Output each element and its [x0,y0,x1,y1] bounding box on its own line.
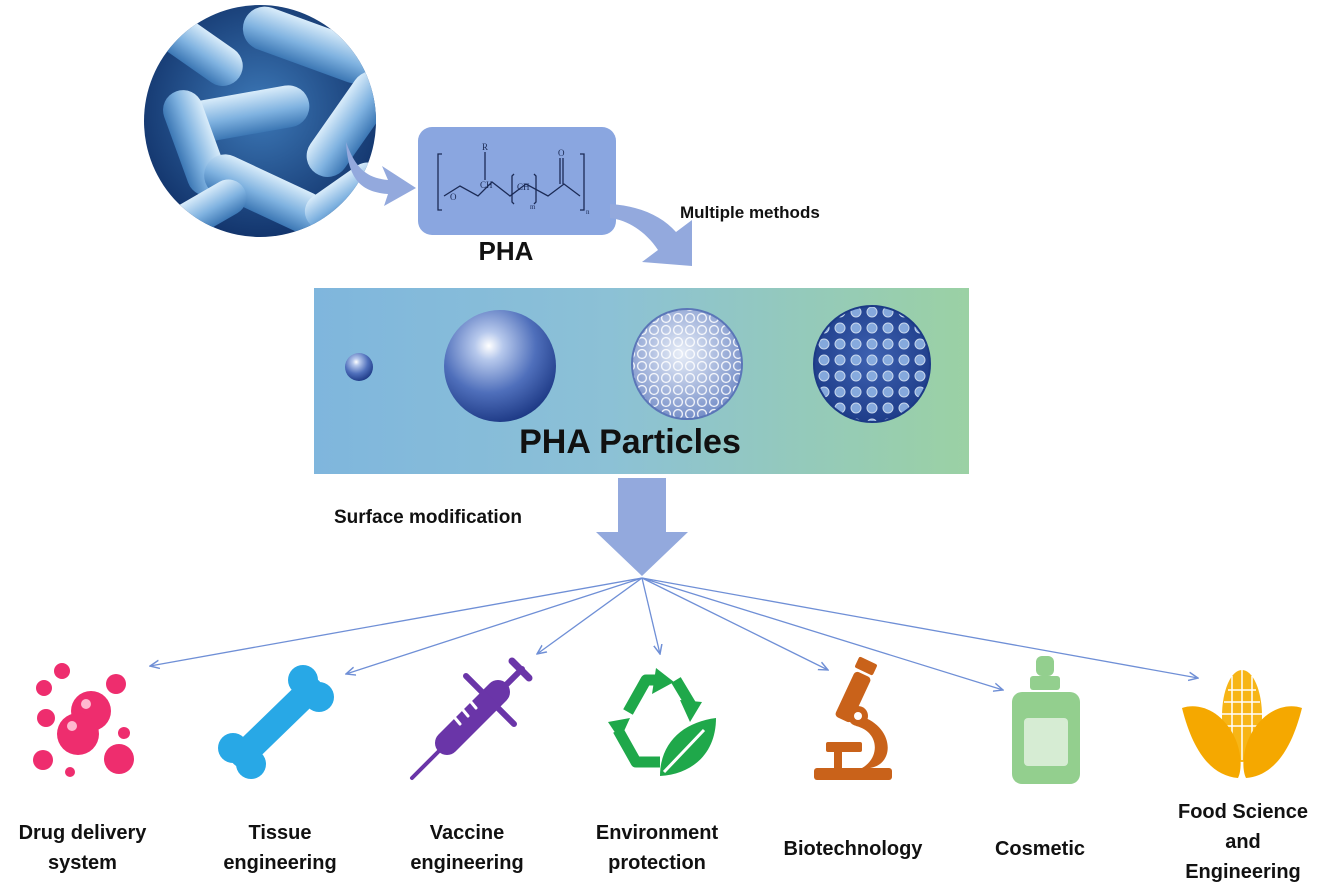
surface-modification-label: Surface modification [334,507,522,528]
connector-biotech [641,577,828,670]
connector-vaccine [537,577,643,654]
connector-cosmetic [641,577,1003,690]
svg-text:CH: CH [517,182,530,192]
app-label-cosmetic: Cosmetic [994,838,1086,860]
svg-text:n: n [586,208,590,216]
svg-text:CH: CH [480,180,493,190]
svg-text:R: R [482,142,488,152]
bottle-icon [1012,656,1080,784]
connector-food [641,577,1198,678]
connector-drug-delivery [150,577,643,666]
pha-structure-box [418,127,616,235]
app-label-biotech: Biotechnology [783,838,923,860]
porous-sphere-particle [813,305,931,423]
small-particle [345,353,373,381]
pha-chemical-structure: O CH R CH m O n [437,142,590,216]
bacteria-image [144,5,376,237]
pha-particles-title: PHA Particles [519,423,741,461]
svg-text:O: O [558,148,565,158]
mesh-sphere-particle [631,308,743,420]
arrow-surface-modification [596,478,688,576]
svg-text:O: O [450,192,457,202]
svg-text:m: m [530,203,536,211]
arrow-multiple-methods [610,204,692,266]
multiple-methods-label: Multiple methods [680,203,820,222]
solid-sphere-particle [444,310,556,422]
recycle-leaf-icon [608,668,716,776]
arrow-to-pha [346,142,416,206]
bone-icon [218,665,334,779]
microscope-icon [814,656,892,780]
connector-environment [641,577,660,654]
pha-label: PHA [478,236,534,266]
connector-tissue [346,577,643,674]
bubbles-icon [33,663,134,777]
syringe-icon [410,657,533,780]
corn-icon [1182,670,1302,778]
